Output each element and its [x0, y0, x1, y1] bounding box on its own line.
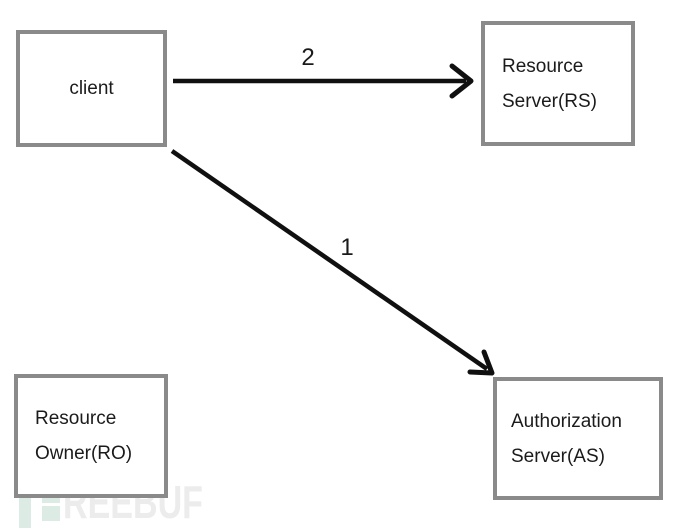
node-resource-owner: Resource Owner(RO) [14, 374, 168, 498]
arrow-client-to-as: 1 [170, 149, 495, 376]
arrow-label-1: 1 [340, 234, 353, 261]
node-resource-owner-line2: Owner(RO) [35, 443, 133, 464]
node-resource-server-line1: Resource [502, 55, 584, 77]
node-authorization-server: Authorization Server(AS) [493, 377, 663, 500]
node-client: client [16, 30, 167, 147]
node-authorization-server-line2: Server(AS) [511, 445, 605, 467]
arrow-client-to-rs: 2 [173, 44, 474, 99]
node-resource-server: Resource Server(RS) [481, 21, 635, 146]
node-client-label: client [69, 77, 114, 99]
freebuf-logo-icon [42, 506, 60, 521]
arrow-label-2: 2 [301, 44, 314, 71]
node-resource-owner-line1: Resource [35, 408, 117, 429]
node-authorization-server-line1: Authorization [511, 410, 622, 432]
node-resource-server-line2: Server(RS) [502, 90, 598, 112]
